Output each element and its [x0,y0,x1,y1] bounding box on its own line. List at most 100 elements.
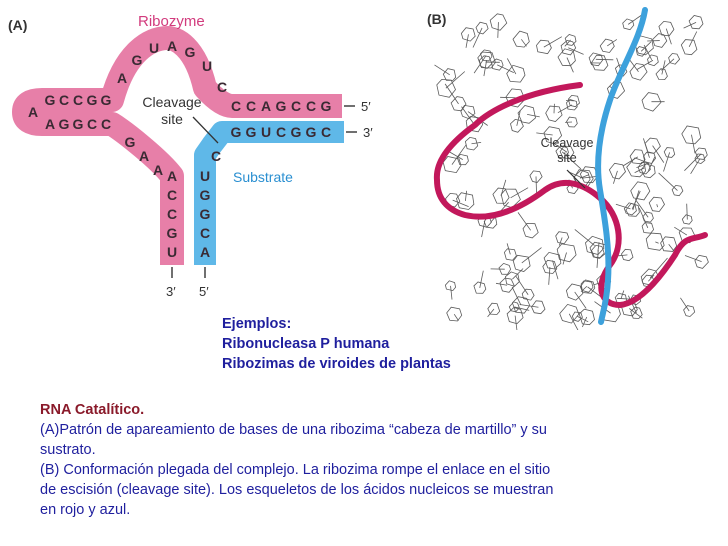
substrate-stem-base: G [200,206,211,222]
left-stem-bottom-base: C [87,116,97,132]
bond-line [640,41,652,52]
bond-line [636,59,654,70]
bond-line [548,267,551,285]
bond-line [620,290,625,299]
base-stick-network [434,13,709,330]
bond-line [536,132,553,136]
base-ring [492,187,510,204]
panel-label-b: (B) [427,11,446,27]
base-ring [510,118,524,133]
bond-line [519,304,539,308]
bond-line [479,270,484,289]
bond-line [506,243,511,255]
bond-line [680,297,690,312]
base-ring [503,248,517,261]
substrate-right-base: G [291,124,302,140]
base-ring [630,306,643,319]
base-ring [681,125,702,145]
base-ring [556,243,577,263]
left-stem-top-base: C [73,92,83,108]
bond-line [552,260,559,280]
bond-line [535,176,537,193]
bond-line [465,34,469,48]
base-ring [444,280,457,292]
cleavage-label-line2: site [161,111,183,127]
blue-backbone [595,7,648,325]
caption-line: de escisión (cleavage site). Los esquele… [40,482,554,498]
ribozyme-right-base: A [261,98,271,114]
bond-line [568,47,584,55]
bond-line [688,31,698,48]
bond-line [471,142,482,145]
base-ring [652,33,668,48]
bond-line [691,134,696,154]
base-ring [629,63,648,81]
base-ring [694,254,709,269]
base-ring [663,147,676,158]
base-ring [658,20,675,37]
base-ring [678,227,696,244]
bond-line [663,152,670,172]
base-ring [683,305,696,317]
base-ring [560,39,577,56]
substrate-c-base: C [211,148,221,164]
bond-line [632,190,640,211]
bond-line [686,203,688,220]
bond-line [450,285,453,300]
substrate-stem-base: G [200,187,211,203]
base-ring [623,202,637,216]
bond-line [652,145,665,163]
base-ring [608,162,626,180]
bond-line [643,138,650,158]
bond-line [495,282,508,286]
base-ring [668,53,681,65]
bond-line [521,39,527,47]
left-stem-top-base: G [101,92,112,108]
caption-line: en rojo y azul. [40,502,131,518]
base-ring [480,49,493,62]
bond-line [628,295,637,314]
bond-line [566,57,574,73]
folded-structure: (B) Cleavage site [427,7,709,330]
bond-line [656,204,658,208]
base-ring [643,151,657,164]
bond-line [514,315,518,330]
base-ring [579,279,596,294]
base-ring [566,99,578,111]
bond-line [543,36,563,48]
bond-line [649,257,668,279]
bond-line [684,255,702,263]
panel-label-a: (A) [8,17,27,33]
substrate-right-base: G [306,124,317,140]
bond-line [527,114,540,118]
bond-line [481,220,486,238]
bond-line [648,274,655,282]
ribozyme-stem-base: A [167,168,177,184]
loop-base: G [185,44,196,60]
substrate-right-base: G [231,124,242,140]
cleavage-label-b-line2: site [557,151,577,165]
base-ring [464,136,479,151]
substrate-stem-base: U [200,168,210,184]
base-ring [478,55,493,69]
base-ring [491,58,504,71]
bond-line [497,64,514,73]
bond-line [562,252,567,265]
example-viroid-ribozymes: Ribozimas de viroides de plantas [222,356,451,372]
bond-line [574,291,587,309]
left-stem-top-base: G [87,92,98,108]
bond-line [634,198,649,218]
end-label-5prime-top: 5′ [361,99,371,114]
substrate-right-base: C [276,124,286,140]
left-stem-top-base: C [59,92,69,108]
base-ring [521,288,535,301]
bond-line [568,313,579,330]
base-ring [641,222,655,234]
base-ring [536,39,552,55]
substrate-stem-base: C [200,225,210,241]
base-ring [588,52,604,67]
base-ring [542,259,558,274]
bond-line [558,237,563,246]
end-label-5prime-bottom: 5′ [199,284,209,299]
substrate-right-base: U [261,124,271,140]
